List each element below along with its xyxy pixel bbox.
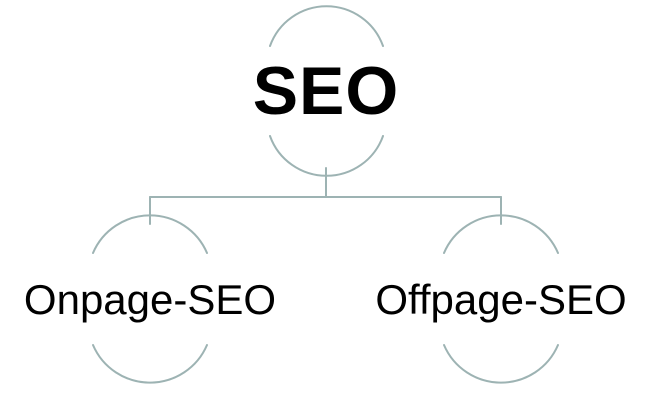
onpage-node-bottom-arc: [92, 344, 208, 384]
offpage-node-bottom-arc: [443, 344, 559, 384]
root-node-top-arc: [269, 5, 384, 47]
offpage-seo-node-label: Offpage-SEO: [375, 276, 627, 323]
onpage-seo-node-label: Onpage-SEO: [23, 276, 277, 323]
onpage-node-top-arc: [92, 214, 208, 254]
offpage-node-top-arc: [443, 214, 559, 254]
root-node-label: SEO: [252, 53, 400, 129]
